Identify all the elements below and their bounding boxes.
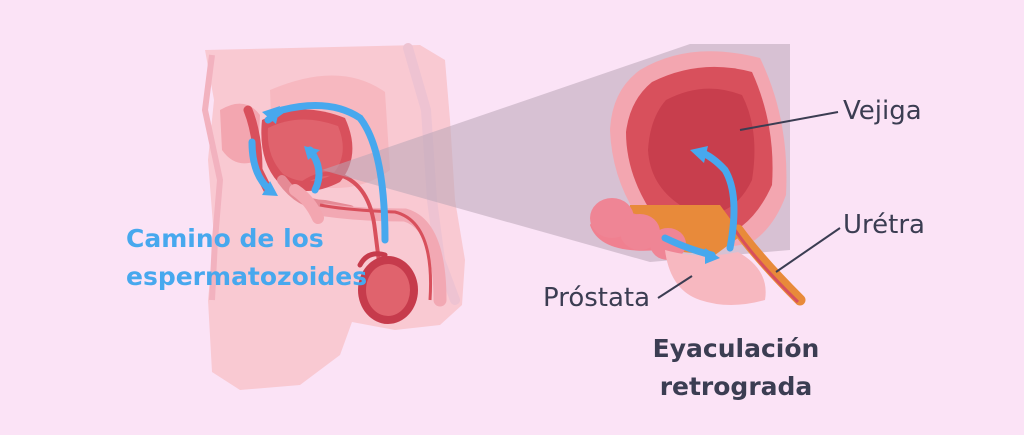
- sperm-path-caption-line1: Camino de los: [126, 224, 324, 253]
- sperm-path-arrows: [248, 102, 738, 259]
- diagram-title-line2: retrograda: [659, 372, 813, 401]
- diagram-title-line1: Eyaculación: [652, 334, 820, 363]
- prostata-pointer: [657, 275, 693, 299]
- vejiga-pointer: [739, 111, 839, 131]
- prostata-label: Próstata: [543, 283, 651, 313]
- uretra-label: Urétra: [843, 210, 925, 240]
- sperm-path-caption: Camino de los espermatozoides: [126, 220, 367, 296]
- arrow-heads: [262, 106, 720, 264]
- vejiga-label: Vejiga: [843, 96, 922, 126]
- sperm-path-caption-line2: espermatozoides: [126, 262, 368, 291]
- diagram-title: Eyaculación retrograda: [616, 330, 856, 406]
- uretra-pointer: [775, 227, 841, 273]
